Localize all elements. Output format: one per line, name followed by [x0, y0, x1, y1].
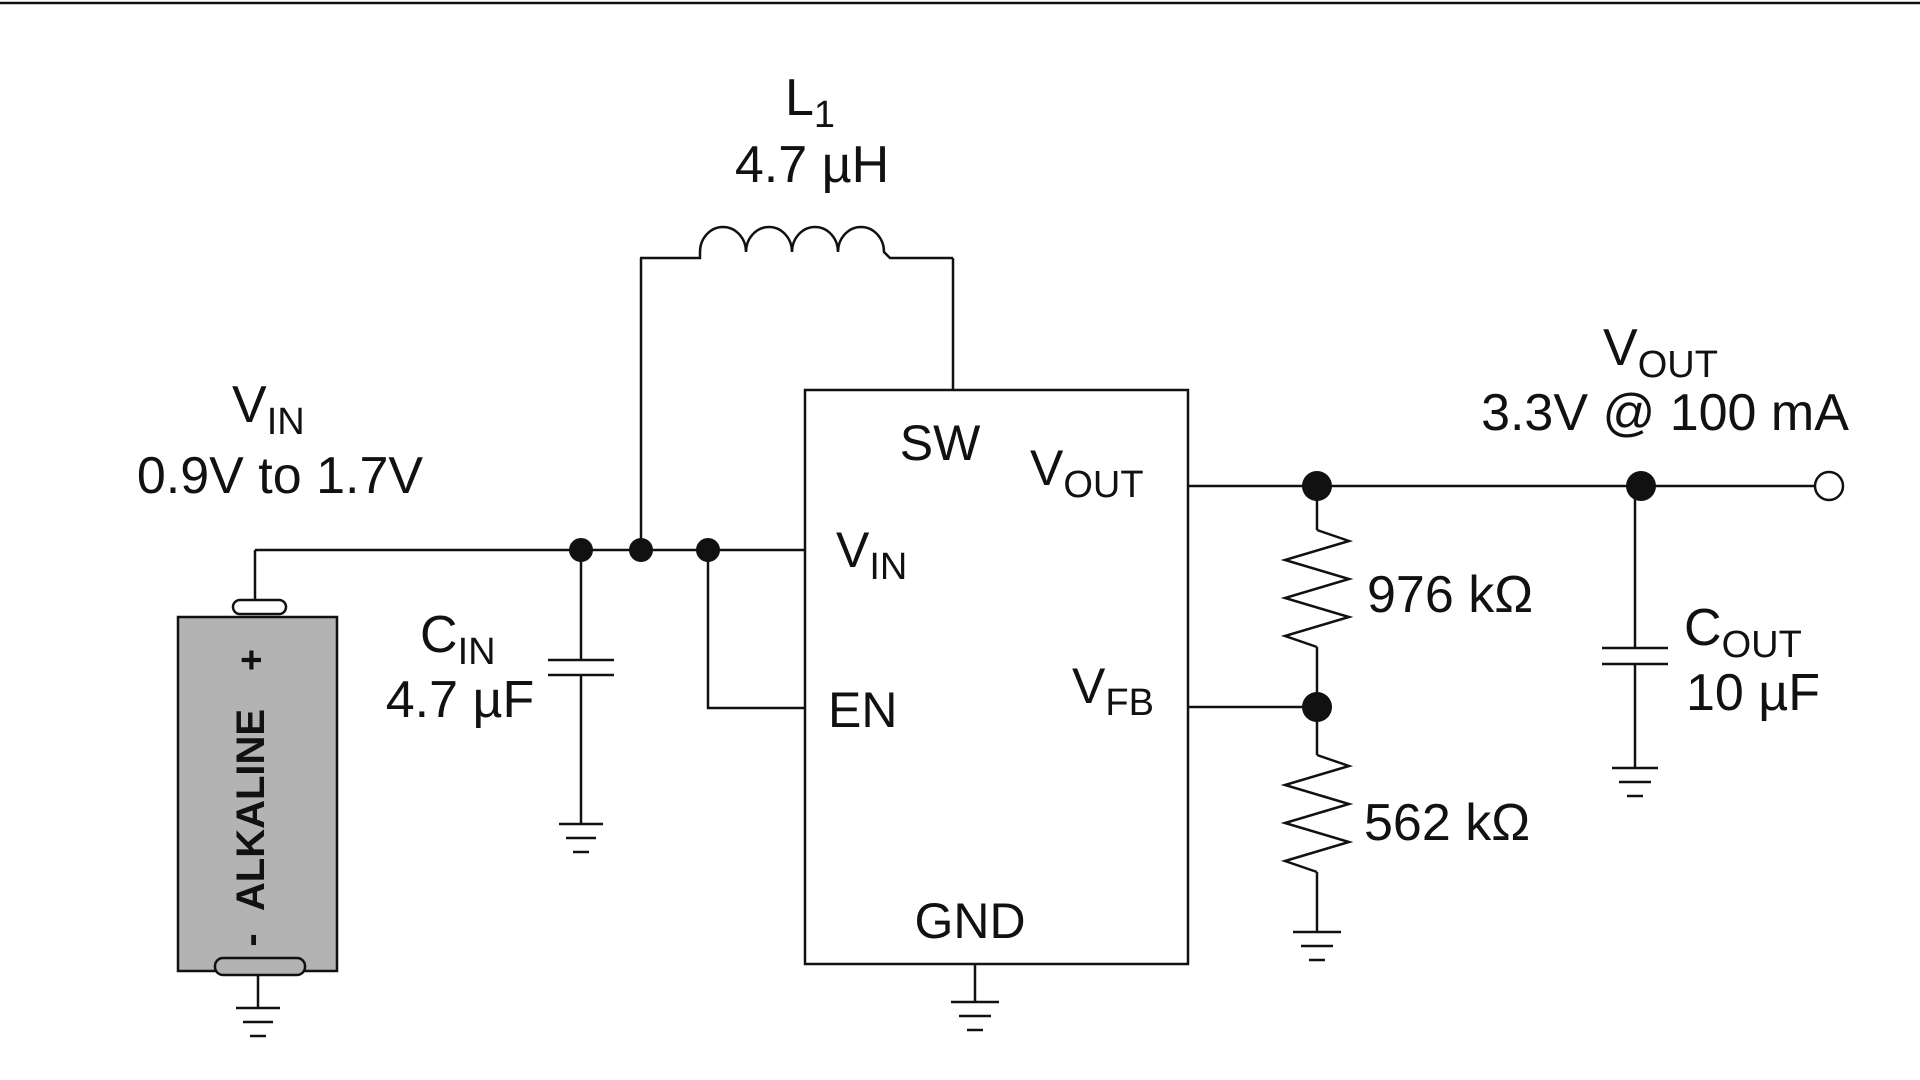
inductor-value: 4.7 µH: [735, 136, 889, 194]
resistor-top-value: 976 kΩ: [1367, 566, 1533, 624]
output-voltage-label: VOUT 3.3V @ 100 mA: [1481, 319, 1849, 442]
battery-body: [176, 615, 339, 973]
battery-positive-terminal: [231, 598, 288, 616]
battery-negative-terminal: [213, 956, 307, 977]
junction-cout: [1626, 471, 1656, 501]
battery-label: ALKALINE: [229, 709, 273, 911]
ic-ground-icon: [951, 1000, 999, 1032]
resistor-top: [1280, 528, 1354, 649]
pin-en: EN: [828, 682, 897, 738]
regulator-ic: SW VIN EN VOUT VFB GND: [803, 388, 1190, 1032]
junction-vfb: [1302, 692, 1332, 722]
cin-ground-icon: [559, 822, 603, 854]
cout-name: COUT: [1684, 599, 1802, 666]
en-tie-wire: [706, 550, 805, 710]
alkaline-battery: + ALKALINE -: [176, 548, 805, 1038]
feedback-divider: 976 kΩ 562 kΩ: [1188, 486, 1533, 962]
cout-value: 10 µF: [1686, 664, 1820, 722]
inductor-ref: L1: [785, 69, 835, 136]
capacitor-cout: COUT 10 µF: [1602, 486, 1820, 798]
resistor-bottom: [1280, 753, 1354, 874]
vin-range: 0.9V to 1.7V: [137, 447, 424, 505]
pin-vout: VOUT: [1030, 440, 1144, 506]
pin-vin: VIN: [836, 522, 907, 588]
battery-ground-icon: [236, 1006, 280, 1038]
pin-sw: SW: [900, 415, 981, 471]
input-voltage-label: VIN 0.9V to 1.7V: [137, 376, 424, 505]
divider-ground-icon: [1293, 930, 1341, 962]
resistor-bottom-value: 562 kΩ: [1364, 794, 1530, 852]
battery-plus: +: [231, 649, 273, 671]
cin-name: CIN: [420, 606, 496, 673]
inductor-coil: [640, 225, 953, 260]
vin-name: VIN: [232, 376, 305, 443]
ic-body: [803, 388, 1190, 966]
capacitor-cin: CIN 4.7 µF: [386, 550, 614, 854]
junction-inductor: [629, 538, 653, 562]
pin-vfb: VFB: [1072, 658, 1154, 724]
vout-name: VOUT: [1603, 319, 1718, 386]
battery-minus: -: [229, 933, 273, 946]
inductor-l1: L1 4.7 µH: [639, 69, 955, 548]
pin-gnd: GND: [914, 893, 1025, 949]
cout-ground-icon: [1612, 766, 1658, 798]
output-terminal-icon: [1813, 470, 1845, 502]
cin-value: 4.7 µF: [386, 671, 534, 729]
vout-spec: 3.3V @ 100 mA: [1481, 384, 1849, 442]
